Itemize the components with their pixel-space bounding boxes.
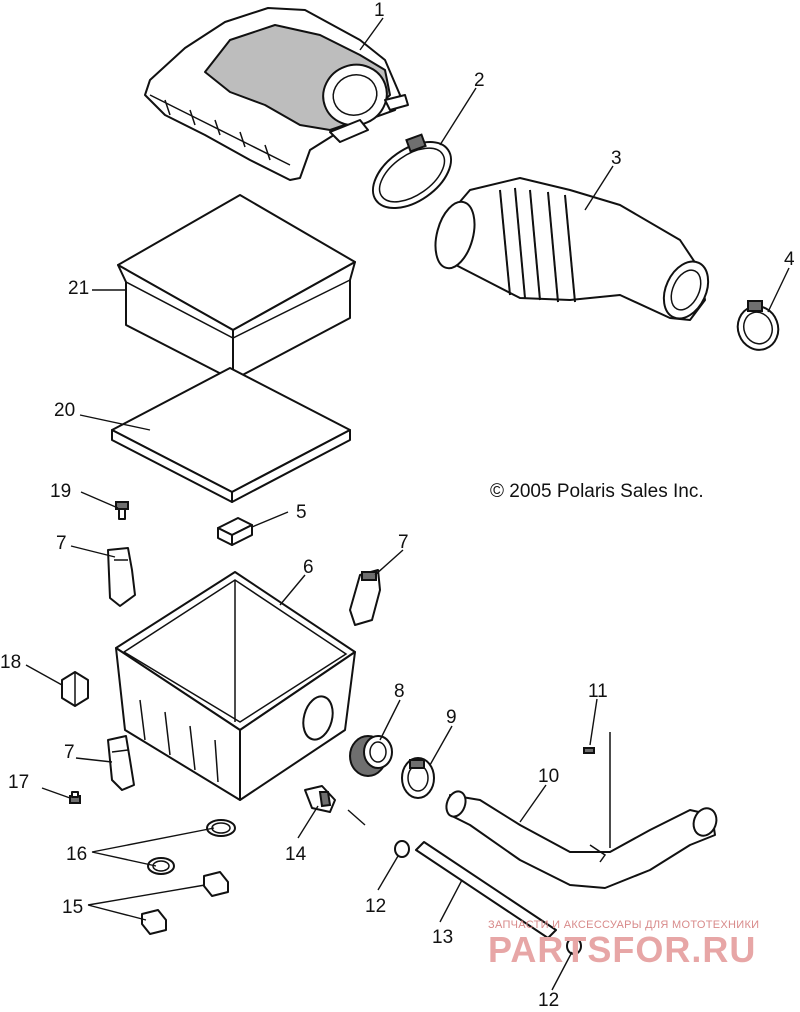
clamp-12-lower <box>566 937 582 955</box>
callout-1: 1 <box>374 0 385 21</box>
copyright-notice: © 2005 Polaris Sales Inc. <box>490 481 704 502</box>
callout-21: 21 <box>68 278 89 299</box>
intake-boot <box>434 177 710 321</box>
callout-15: 15 <box>62 897 83 918</box>
callout-5: 5 <box>296 502 307 523</box>
callout-2: 2 <box>474 70 485 91</box>
hose-clamp-upper <box>371 133 453 210</box>
callout-9: 9 <box>446 707 457 728</box>
callout-10: 10 <box>538 766 559 787</box>
drain-valve <box>304 785 336 813</box>
clip-right-upper <box>349 569 381 626</box>
callout-18: 18 <box>0 652 21 673</box>
grommet <box>349 735 393 777</box>
leader-lines <box>25 17 790 991</box>
pre-filter-pad <box>111 367 351 503</box>
watermark-tagline: ЗАПЧАСТИ И АКСЕССУАРЫ ДЛЯ МОТОТЕХНИКИ <box>488 919 759 931</box>
hose-clamp-outlet <box>736 300 780 351</box>
callout-20: 20 <box>54 400 75 421</box>
screw-17 <box>69 791 81 804</box>
callout-14: 14 <box>285 844 307 865</box>
hose-13 <box>415 841 557 939</box>
callout-17: 17 <box>8 772 29 793</box>
hose-clamp-9 <box>401 757 435 799</box>
air-filter-element <box>117 194 356 381</box>
airbox-cover <box>144 7 409 181</box>
drain-tube <box>445 790 718 889</box>
clamp-16 <box>147 819 236 875</box>
callout-12-lower: 12 <box>538 990 559 1011</box>
callout-7-upper-right: 7 <box>398 532 409 553</box>
foam-block <box>217 517 253 546</box>
screw-19 <box>115 501 129 520</box>
callout-13: 13 <box>432 927 453 948</box>
clip-18 <box>61 671 89 707</box>
callout-16: 16 <box>66 844 87 865</box>
screw-11 <box>583 732 611 848</box>
watermark-logo: PARTSFOR.RU <box>488 929 756 970</box>
callout-19: 19 <box>50 481 71 502</box>
callout-11: 11 <box>588 681 608 702</box>
callout-12-upper: 12 <box>365 896 386 917</box>
clip-left-upper <box>107 547 136 607</box>
callout-6: 6 <box>303 557 314 578</box>
cap-15 <box>141 871 229 935</box>
airbox-housing <box>115 571 356 801</box>
clip-lower <box>107 735 135 791</box>
callout-7-upper-left: 7 <box>56 533 67 554</box>
callout-7-lower: 7 <box>64 742 75 763</box>
callout-3: 3 <box>611 148 622 169</box>
watermark: ЗАПЧАСТИ И АКСЕССУАРЫ ДЛЯ МОТОТЕХНИКИ PA… <box>488 919 759 970</box>
callout-8: 8 <box>394 681 405 702</box>
clamp-12-upper <box>394 840 410 858</box>
callout-4: 4 <box>784 249 795 270</box>
